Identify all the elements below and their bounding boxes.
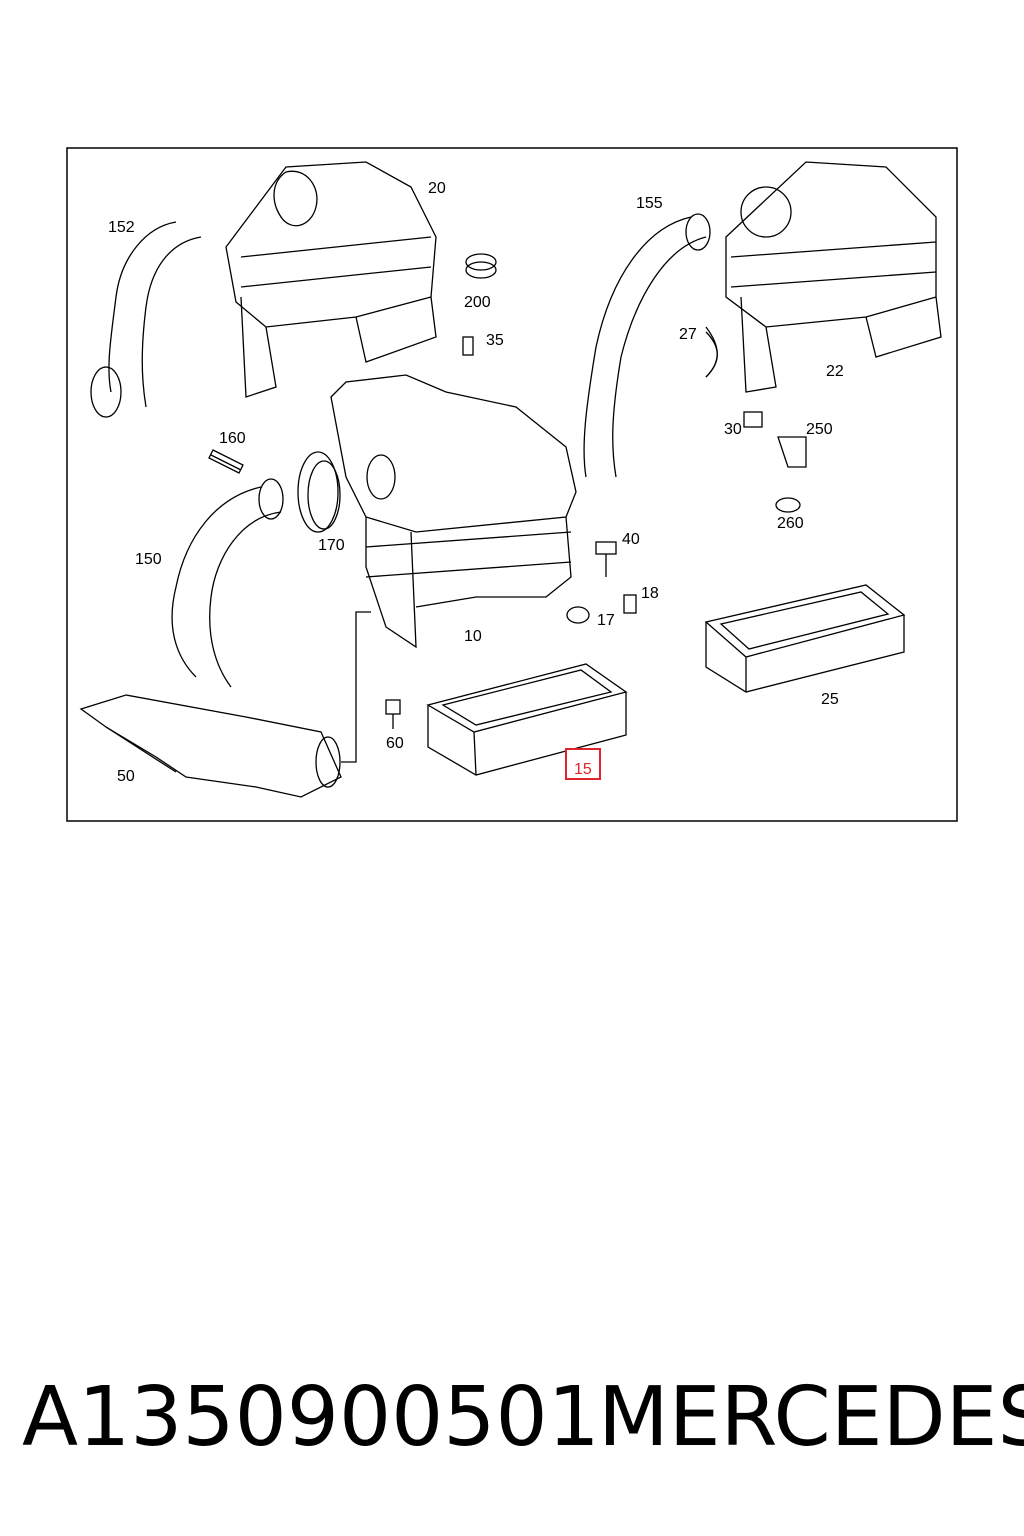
callout-250[interactable]: 250 [806, 421, 833, 438]
diagram-svg: 20 152 200 35 155 27 22 160 30 250 260 1… [66, 147, 958, 822]
callout-40[interactable]: 40 [622, 531, 640, 548]
callout-152[interactable]: 152 [108, 219, 135, 236]
hose-150 [171, 478, 284, 688]
clamp-170 [297, 451, 341, 533]
hose-152 [90, 221, 202, 418]
screw-40 [566, 541, 637, 624]
rotation-arrow-27 [705, 326, 718, 378]
callout-10[interactable]: 10 [464, 628, 482, 645]
clamp-200 [462, 253, 497, 356]
callout-155[interactable]: 155 [636, 195, 663, 212]
duct-50 [79, 611, 371, 798]
callout-150[interactable]: 150 [135, 551, 162, 568]
part-number: A1350900501 [22, 1370, 600, 1465]
callout-35[interactable]: 35 [486, 332, 504, 349]
pin-160 [208, 449, 244, 474]
callout-15[interactable]: 15 [574, 761, 592, 778]
highlight-box [565, 748, 601, 780]
air-box-main [330, 374, 577, 649]
filter-element-25 [704, 584, 906, 693]
callout-30[interactable]: 30 [724, 421, 742, 438]
callout-200[interactable]: 200 [464, 294, 491, 311]
footer: A1350900501 MERCEDES [0, 1370, 1024, 1480]
callout-25[interactable]: 25 [821, 691, 839, 708]
parts-diagram: 20 152 200 35 155 27 22 160 30 250 260 1… [66, 147, 958, 822]
air-box-upper-left [225, 161, 437, 398]
air-box-upper-right [705, 161, 942, 393]
callout-50[interactable]: 50 [117, 768, 135, 785]
callout-27[interactable]: 27 [679, 326, 697, 343]
filter-element-15 [426, 663, 628, 776]
callout-20[interactable]: 20 [428, 180, 446, 197]
brand-name: MERCEDES [598, 1370, 1024, 1465]
hose-155 [583, 213, 711, 478]
screw-60 [385, 699, 401, 729]
callout-170[interactable]: 170 [318, 537, 345, 554]
callout-60[interactable]: 60 [386, 735, 404, 752]
callout-160[interactable]: 160 [219, 430, 246, 447]
callout-260[interactable]: 260 [777, 515, 804, 532]
callout-17[interactable]: 17 [597, 612, 615, 629]
diagram-frame [66, 147, 958, 822]
callout-22[interactable]: 22 [826, 363, 844, 380]
mount-30 [743, 411, 807, 513]
callout-18[interactable]: 18 [641, 585, 659, 602]
